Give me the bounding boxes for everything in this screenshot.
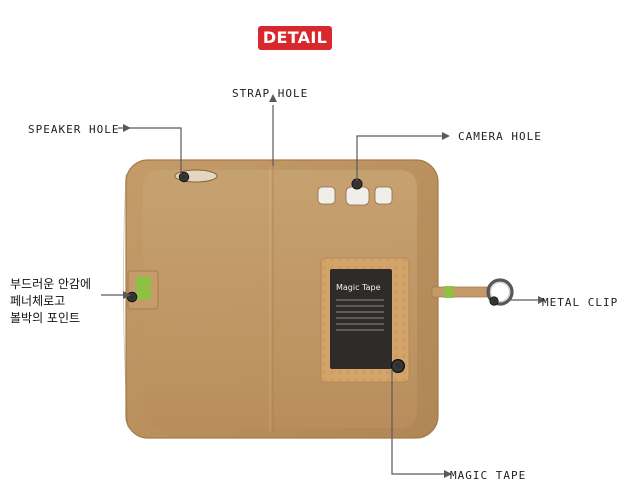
note-line-3: 볼박의 포인트 xyxy=(10,310,120,327)
metal-clip-assembly xyxy=(432,280,512,306)
magic-tape-label: MAGIC TAPE xyxy=(450,469,526,483)
note-line-2: 페너체로고 xyxy=(10,293,120,310)
note-line-1: 부드러운 안감에 xyxy=(10,276,120,293)
camera-hole-label: CAMERA HOLE xyxy=(458,130,542,144)
brand-label xyxy=(127,271,158,309)
metal-clip-label: METAL CLIP xyxy=(542,296,618,310)
strap-hole-label: STRAP HOLE xyxy=(232,87,308,101)
magic-tape-card-title: Magic Tape xyxy=(336,283,381,292)
speaker-hole-label: SPEAKER HOLE xyxy=(28,123,119,137)
magic-tape-area: Magic Tape xyxy=(321,258,409,382)
korean-feature-note: 부드러운 안감에 페너체로고 볼박의 포인트 xyxy=(10,276,120,327)
